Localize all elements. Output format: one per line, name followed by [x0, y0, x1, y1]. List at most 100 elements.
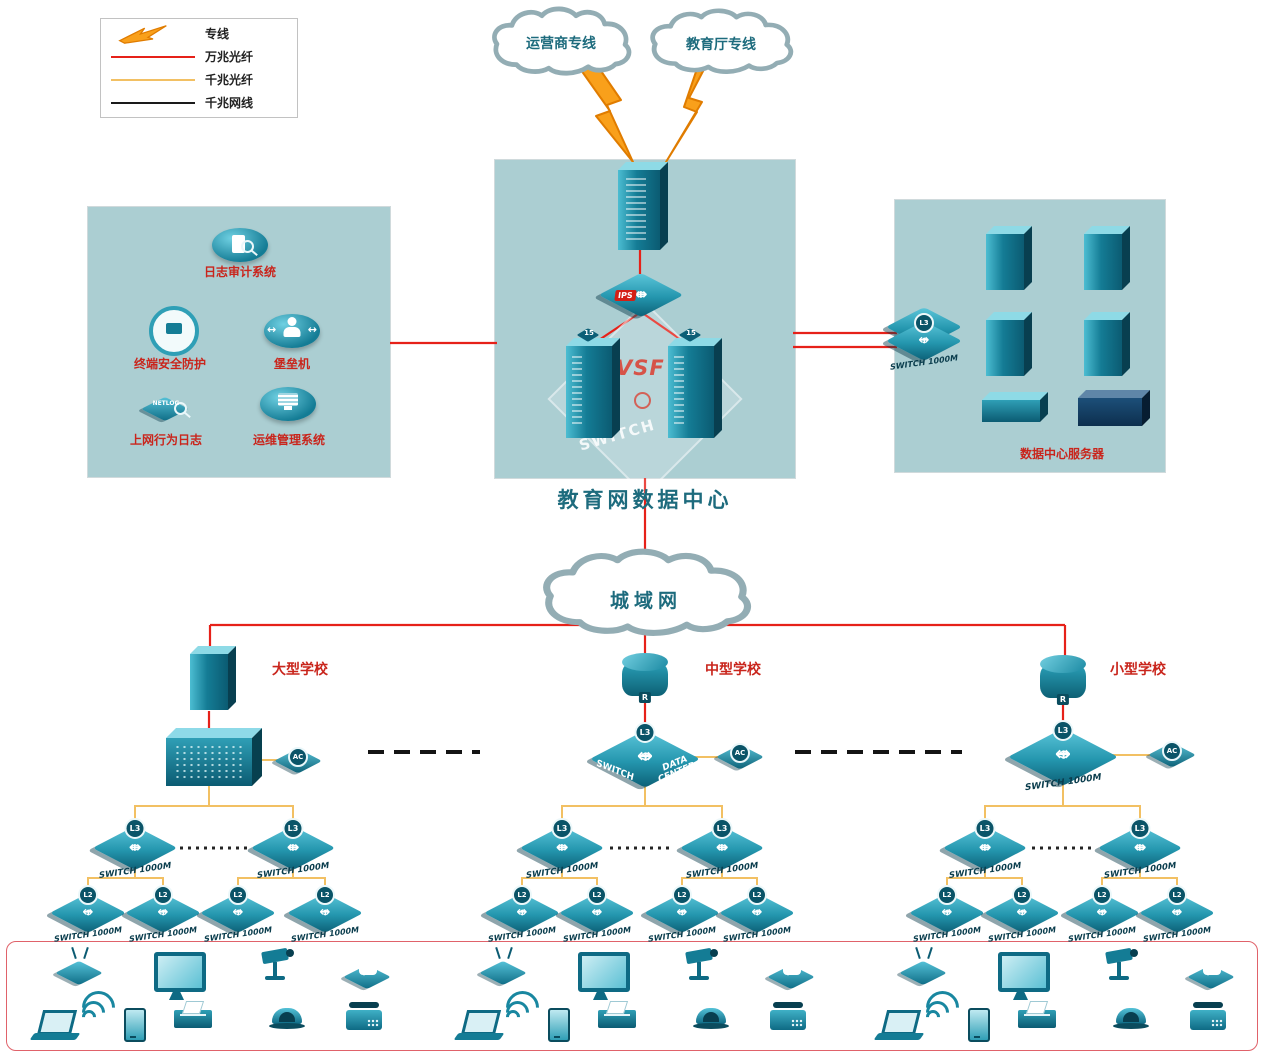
wifi-signal-icon	[499, 984, 546, 1031]
l3-badge: L3	[124, 818, 146, 839]
l2-switch: ↔↔ L2 SWITCH 1000M	[1063, 884, 1141, 944]
l2-switch: ↔↔ L2 SWITCH 1000M	[483, 884, 561, 944]
ac-badge: AC	[288, 747, 308, 767]
cloud-label: 城域网	[609, 590, 682, 613]
datacenter-title: 教育网数据中心	[557, 487, 733, 512]
vsf-label: VSF	[616, 356, 665, 380]
vsf-ring-icon	[634, 392, 651, 409]
legend: 专线 万兆光纤 千兆光纤 千兆网线	[100, 18, 298, 118]
l3-switch: ↔↔ L3 SWITCH 1000M	[942, 816, 1028, 881]
telephone-icon	[770, 1002, 806, 1030]
legend-row-1g-fiber: 千兆光纤	[101, 68, 297, 91]
l2-switch: ↔↔ L2 SWITCH 1000M	[286, 884, 364, 944]
l2-badge: L2	[78, 885, 98, 905]
l2-switch: ↔↔ L2 SWITCH 1000M	[558, 884, 636, 944]
datacenter-access-switch: ↔ ↔ L3 SWITCH 1000M	[885, 307, 963, 372]
yellow-line-icon	[101, 78, 205, 81]
im-terminal-icon	[1186, 954, 1236, 990]
l2-switch: ↔↔ L2 SWITCH 1000M	[983, 884, 1061, 944]
printer-icon	[174, 1001, 212, 1028]
legend-label: 专线	[205, 27, 230, 41]
l2-badge: L2	[1012, 885, 1032, 905]
l2-switch: ↔↔ L2 SWITCH 1000M	[49, 884, 127, 944]
l3-switch: ↔↔ L3 SWITCH 1000M	[679, 816, 765, 881]
arrow-glyph: ↔	[267, 323, 277, 336]
smartphone-icon	[968, 1008, 990, 1042]
l2-switch: ↔↔ L2 SWITCH 1000M	[124, 884, 202, 944]
server-tower	[1084, 320, 1122, 376]
rack-server-dark	[1078, 398, 1142, 426]
medium-school-core-switch: ↔↔ L3 SWITCH DATA CENTER	[589, 716, 701, 808]
l3-badge: L3	[634, 722, 656, 743]
netlog-icon: NETLOG	[138, 390, 194, 424]
firewall-device	[618, 170, 660, 250]
legend-label: 千兆光纤	[205, 73, 254, 87]
ac-badge: AC	[730, 743, 750, 763]
core-server-right: 15	[668, 328, 714, 438]
school-label-large: 大型学校	[272, 662, 328, 678]
laptop-icon	[29, 1010, 81, 1040]
l2-badge: L2	[1167, 885, 1187, 905]
im-terminal-icon	[342, 954, 392, 990]
printer-icon	[1018, 1001, 1056, 1028]
dome-camera-icon	[693, 1008, 729, 1029]
legend-label: 千兆网线	[205, 96, 254, 110]
l2-switch: ↔↔ L2 SWITCH 1000M	[1138, 884, 1216, 944]
server-tower	[986, 320, 1024, 376]
l2-switch: ↔↔ L2 SWITCH 1000M	[643, 884, 721, 944]
arrow-glyph: ↔	[634, 285, 648, 303]
net-behavior-log-label: 上网行为日志	[129, 433, 203, 447]
small-school-core-switch: ↔↔ L3 SWITCH 1000M	[1007, 714, 1119, 806]
l2-switch: ↔↔ L2 SWITCH 1000M	[718, 884, 796, 944]
l2-badge: L2	[228, 885, 248, 905]
router-badge: R	[1056, 694, 1070, 705]
terminal-security-label: 终端安全防护	[133, 357, 207, 371]
netlog-badge: NETLOG	[152, 400, 180, 407]
l2-badge: L2	[587, 885, 607, 905]
vsf-member-badge: 15	[576, 326, 602, 344]
lightning-icon	[101, 24, 205, 44]
l3-switch: ↔↔ L3 SWITCH 1000M	[250, 816, 336, 881]
router-badge: R	[638, 692, 652, 703]
l3-switch: ↔↔ L3 SWITCH 1000M	[519, 816, 605, 881]
cloud-label: 教育厅专线	[686, 36, 756, 53]
l3-badge: L3	[914, 313, 934, 333]
server-panel-title: 数据中心服务器	[1019, 447, 1105, 461]
l2-badge: L2	[747, 885, 767, 905]
medium-school-router: R	[622, 653, 668, 703]
metro-network-cloud: 城域网	[534, 548, 758, 644]
wireless-ap-icon	[478, 946, 528, 992]
carrier-cloud: 运营商专线	[486, 6, 636, 82]
l2-switch: ↔↔ L2 SWITCH 1000M	[908, 884, 986, 944]
wireless-ap-icon	[54, 946, 104, 992]
l2-badge: L2	[1092, 885, 1112, 905]
terminal-group	[28, 944, 413, 1050]
log-audit-label: 日志审计系统	[203, 265, 277, 279]
ips-badge: IPS	[614, 290, 637, 301]
ac-controller: AC	[272, 740, 324, 782]
ptz-camera-icon	[260, 947, 296, 982]
core-server-left: 15	[566, 328, 612, 438]
wireless-ap-icon	[898, 946, 948, 992]
ips-device: ↔ ↔ IPS	[598, 263, 684, 327]
terminal-group	[872, 944, 1257, 1050]
desktop-icon	[578, 952, 630, 992]
wifi-signal-icon	[75, 984, 122, 1031]
l3-badge: L3	[974, 818, 996, 839]
large-school-server	[190, 654, 228, 710]
l3-badge: L3	[1129, 818, 1151, 839]
l2-badge: L2	[672, 885, 692, 905]
l3-badge: L3	[711, 818, 733, 839]
terminal-security-icon	[149, 306, 199, 356]
l3-badge: L3	[551, 818, 573, 839]
ac-controller: AC	[714, 736, 766, 778]
server-tower	[986, 234, 1024, 290]
desktop-icon	[154, 952, 206, 992]
l2-badge: L2	[315, 885, 335, 905]
legend-row-dedicated: 专线	[101, 22, 297, 45]
desktop-icon	[998, 952, 1050, 992]
log-audit-icon	[212, 228, 268, 262]
l2-switch: ↔↔ L2 SWITCH 1000M	[199, 884, 277, 944]
dome-camera-icon	[269, 1008, 305, 1029]
wifi-signal-icon	[919, 984, 966, 1031]
